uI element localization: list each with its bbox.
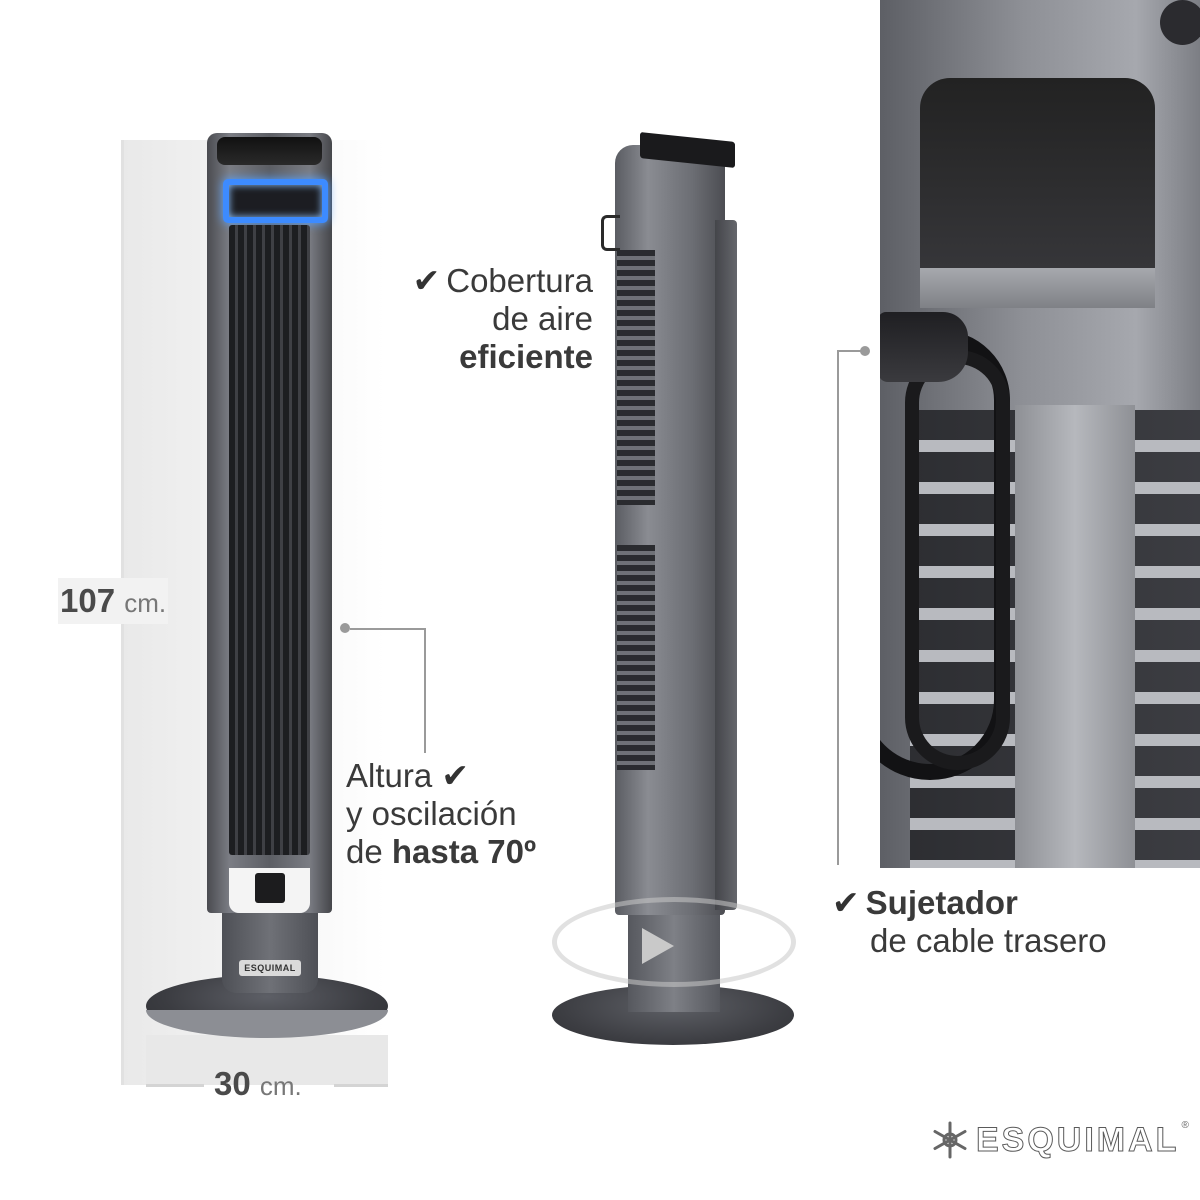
fan-control-display — [217, 137, 322, 165]
detail-center-bar — [1015, 405, 1135, 868]
callout-cobertura: ✔Cobertura de aire eficiente — [412, 262, 593, 375]
fan-blue-led-handle — [223, 179, 328, 223]
fan-side-vents-lower — [617, 545, 655, 770]
callout-sujetador: ✔Sujetador de cable trasero — [832, 884, 1107, 959]
width-indicator-shade — [146, 1035, 388, 1085]
brand-logo: ESQUIMAL ® — [930, 1120, 1189, 1160]
detail-power-cord-inner — [905, 350, 1010, 770]
width-dimension-line-right — [334, 1084, 388, 1087]
fan-side-vents-upper — [617, 250, 655, 505]
rotation-arrow-icon — [642, 928, 674, 964]
detail-cable-clip — [880, 312, 968, 382]
fan-side-back-panel — [715, 220, 737, 910]
height-dimension-label: 107 cm. — [58, 578, 169, 624]
fan-front-neck — [222, 913, 318, 993]
check-icon: ✔ — [832, 884, 860, 921]
detail-knob — [1160, 0, 1200, 45]
fan-side-top-cap — [640, 132, 735, 168]
tower-fan-front-view — [207, 133, 332, 913]
callout-line-altura-v — [424, 628, 426, 753]
fan-base-knob — [255, 873, 285, 903]
callout-line-sujetador-h — [838, 350, 862, 352]
fan-front-grill — [229, 225, 310, 855]
callout-altura: Altura ✔ y oscilación de hasta 70º — [346, 757, 537, 870]
check-icon: ✔ — [412, 262, 441, 299]
callout-line-altura-h — [350, 628, 425, 630]
registered-mark: ® — [1181, 1120, 1189, 1131]
detail-shelf — [920, 268, 1155, 308]
callout-line-sujetador-v — [837, 350, 839, 865]
tower-fan-side-view — [601, 132, 737, 915]
callout-dot-sujetador — [860, 346, 870, 356]
rotation-ring-icon — [552, 897, 796, 987]
brand-wordmark: ESQUIMAL — [975, 1120, 1180, 1159]
callout-dot-altura — [340, 623, 350, 633]
width-dimension-label: 30 cm. — [214, 1065, 302, 1102]
fan-brand-badge: ESQUIMAL — [239, 960, 301, 976]
check-icon: ✔ — [441, 757, 470, 794]
cable-holder-detail-photo — [880, 0, 1200, 868]
snowflake-logo-icon — [930, 1120, 970, 1160]
width-dimension-line-left — [146, 1084, 204, 1087]
fan-cable-hook — [601, 215, 620, 251]
